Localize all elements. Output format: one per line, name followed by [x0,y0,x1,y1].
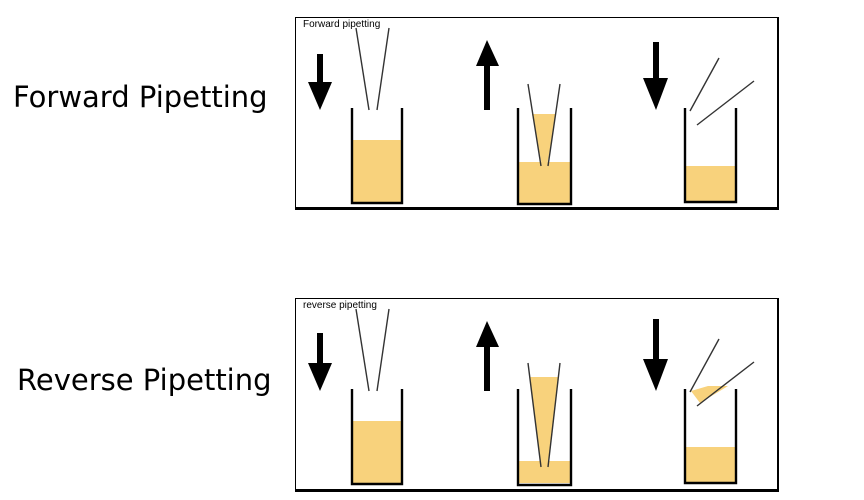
beaker [516,108,573,206]
beaker [350,389,404,486]
pipette-tip [355,308,390,392]
arrow-up-icon [476,40,499,110]
beaker [516,389,573,487]
forward-pipetting-label: Forward Pipetting [13,80,268,114]
pipette-tip-tilted [689,338,755,407]
reverse-pipetting-label: Reverse Pipetting [17,363,272,397]
reverse-step-2 [476,321,573,487]
pipette-tip-tilted [689,57,755,126]
forward-step-3 [643,42,755,204]
pipette-tip-filled [527,83,561,167]
arrow-down-icon [643,42,668,110]
forward-pipetting-diagram [308,27,755,206]
arrow-up-icon [476,321,499,391]
arrow-down-icon [308,333,332,391]
reverse-step-3 [643,319,755,485]
arrow-down-icon [308,54,332,110]
beaker [683,108,738,204]
forward-step-2 [476,40,573,206]
pipette-tip-filled [527,362,561,468]
reverse-pipetting-panel: reverse pipetting [295,298,779,492]
arrow-down-icon [643,319,668,391]
forward-panel-caption: Forward pipetting [303,19,381,30]
forward-step-1 [308,27,404,205]
reverse-panel-caption: reverse pipetting [303,300,377,311]
reverse-step-1 [308,308,404,486]
beaker [683,389,738,485]
forward-pipetting-panel: Forward pipetting [295,17,779,210]
beaker [350,108,404,205]
reverse-pipetting-diagram [308,308,755,487]
pipette-tip [355,27,390,111]
